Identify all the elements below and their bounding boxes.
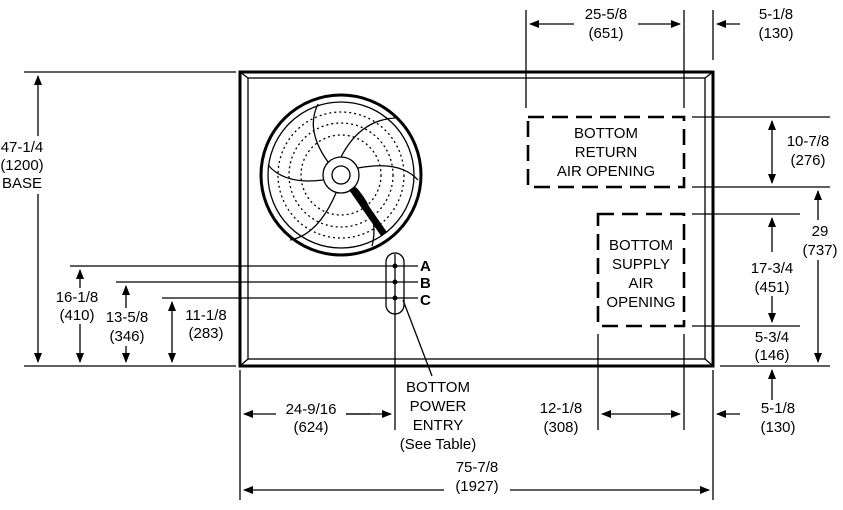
- supply-width-in: 12-1/8: [540, 400, 583, 417]
- extension-lines: [24, 10, 830, 500]
- return-width-in: 25-5/8: [585, 6, 628, 23]
- return-label-line-2: RETURN: [575, 144, 638, 161]
- return-width-mm: (651): [588, 25, 623, 42]
- right-offset-bottom-mm: (130): [760, 419, 795, 436]
- dimension-labels: 47-1/4 (1200) BASE 16-1/8 (410) 13-5/8 (…: [0, 6, 842, 496]
- base-depth-note: BASE: [2, 175, 42, 192]
- supply-air-opening: BOTTOM SUPPLY AIR OPENING: [596, 212, 686, 328]
- knockout-c-label: C: [420, 292, 431, 309]
- supply-to-return-mm: (737): [802, 242, 837, 259]
- power-a-in: 16-1/8: [56, 289, 99, 306]
- right-offset-top-mm: (130): [758, 25, 793, 42]
- supply-label-line-4: OPENING: [606, 294, 675, 311]
- power-entry-knockouts: A B C: [70, 252, 433, 430]
- knockout-a-label: A: [420, 258, 431, 275]
- right-offset-bottom-in: 5-1/8: [761, 400, 795, 417]
- return-air-opening: BOTTOM RETURN AIR OPENING: [526, 115, 686, 189]
- power-label-line-3: ENTRY: [413, 417, 464, 434]
- supply-bottom-offset-in: 5-3/4: [755, 329, 789, 346]
- power-from-left-in: 24-9/16: [286, 401, 337, 418]
- dimension-arrows: [34, 20, 822, 494]
- overall-length-in: 75-7/8: [456, 459, 499, 476]
- supply-bottom-offset-mm: (146): [754, 347, 789, 364]
- supply-depth-in: 17-3/4: [751, 260, 794, 277]
- return-depth-in: 10-7/8: [787, 133, 830, 150]
- power-from-left-mm: (624): [293, 419, 328, 436]
- condenser-fan-icon: [259, 93, 423, 257]
- power-label-line-4: (See Table): [400, 436, 476, 453]
- supply-to-return-in: 29: [812, 223, 829, 240]
- base-depth-in: 47-1/4: [1, 139, 44, 156]
- unit-outline: [238, 70, 715, 368]
- knockout-b-label: B: [420, 275, 431, 292]
- right-offset-top-in: 5-1/8: [759, 6, 793, 23]
- power-label-line-1: BOTTOM: [406, 379, 470, 396]
- return-label-line-1: BOTTOM: [574, 125, 638, 142]
- supply-label-line-1: BOTTOM: [609, 237, 673, 254]
- base-depth-mm: (1200): [0, 157, 43, 174]
- supply-width-mm: (308): [543, 419, 578, 436]
- power-a-mm: (410): [59, 307, 94, 324]
- power-c-mm: (283): [188, 325, 223, 342]
- power-entry-label: BOTTOM POWER ENTRY (See Table): [400, 379, 476, 453]
- supply-label-line-3: AIR: [628, 275, 653, 292]
- return-depth-mm: (276): [790, 152, 825, 169]
- power-c-in: 11-1/8: [185, 307, 226, 324]
- overall-length-mm: (1927): [455, 478, 498, 495]
- power-label-line-2: POWER: [410, 398, 467, 415]
- supply-depth-mm: (451): [754, 279, 789, 296]
- return-label-line-3: AIR OPENING: [557, 163, 655, 180]
- power-b-in: 13-5/8: [106, 309, 149, 326]
- power-b-mm: (346): [109, 328, 144, 345]
- supply-label-line-2: SUPPLY: [612, 256, 670, 273]
